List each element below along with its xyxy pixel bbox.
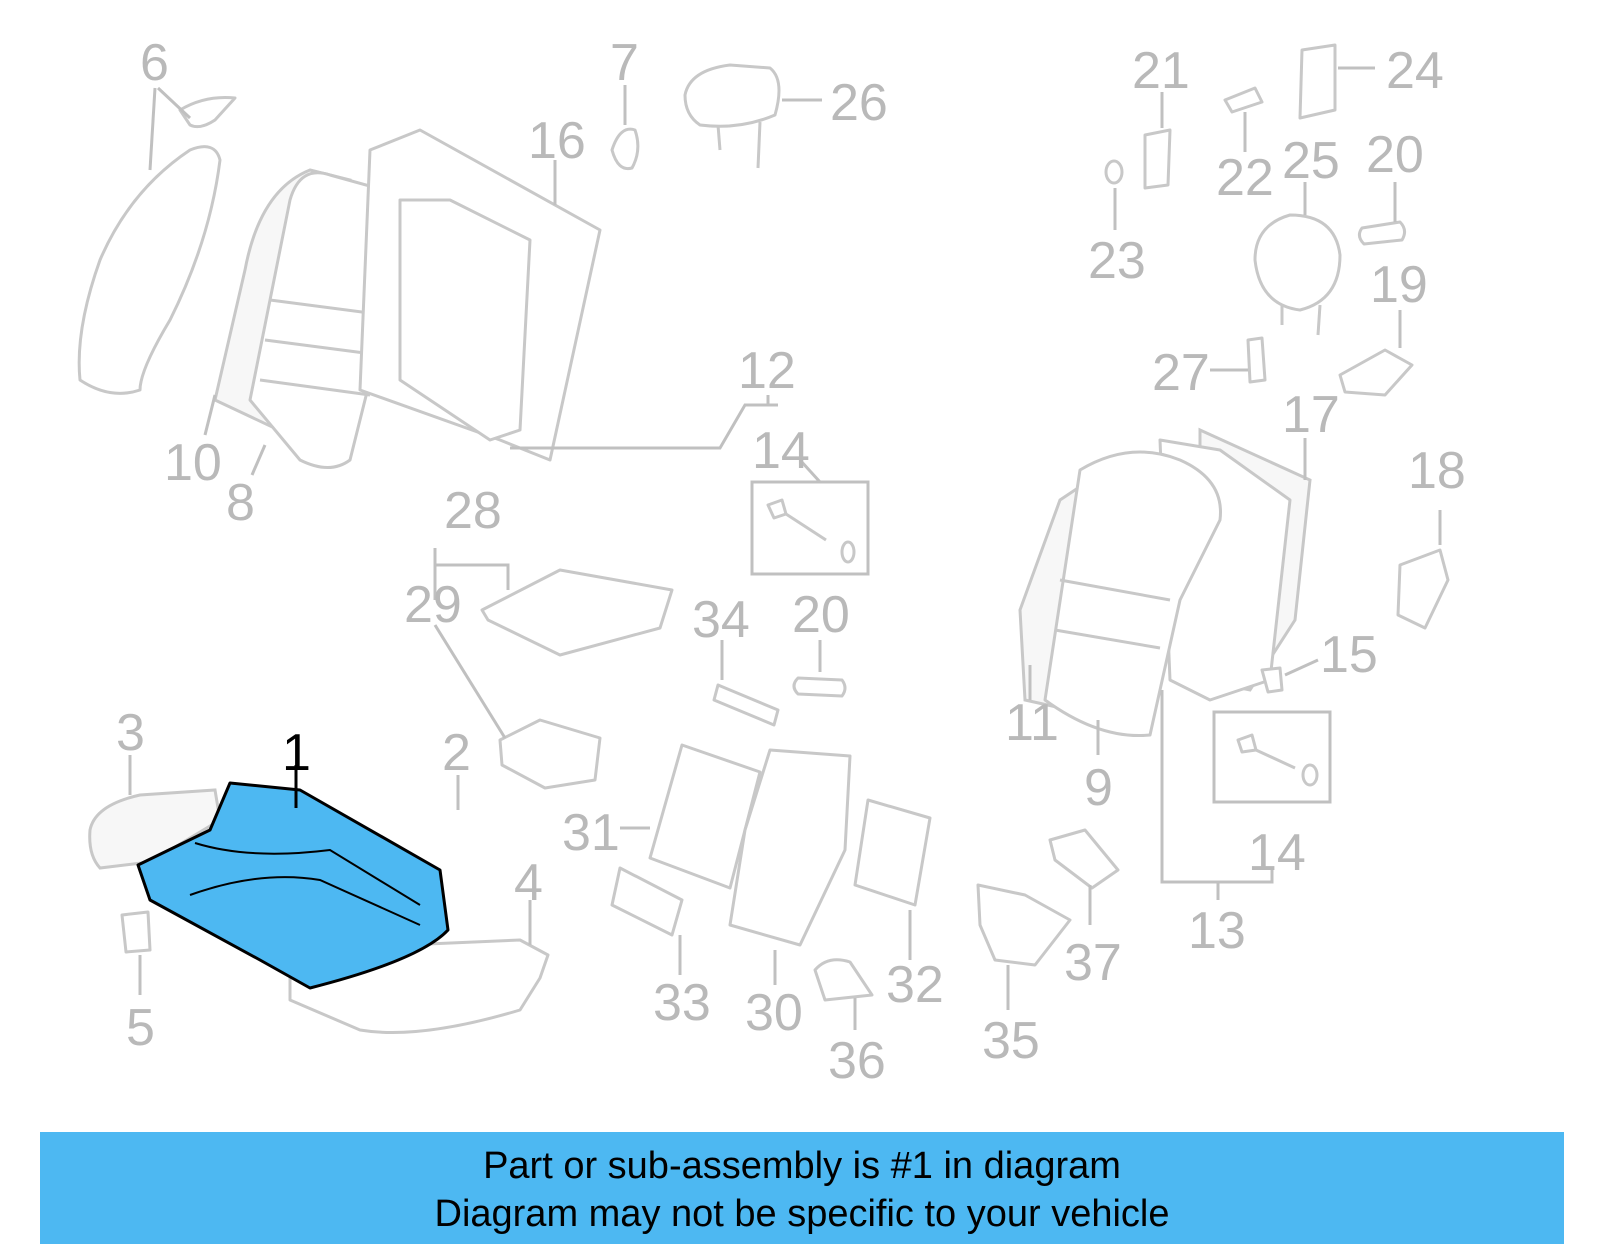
callout-9: 9 <box>1084 759 1113 817</box>
part-37-cover <box>1048 828 1120 890</box>
callout-8: 8 <box>226 474 255 532</box>
callout-13: 13 <box>1188 902 1246 960</box>
part-18-bracket <box>1396 548 1450 630</box>
callout-34: 34 <box>692 591 750 649</box>
callout-30: 30 <box>745 984 803 1042</box>
part-1-seat-cushion <box>136 781 450 990</box>
leader-lines <box>128 66 1442 1030</box>
callout-14-upper: 14 <box>752 422 810 480</box>
part-32-bracket <box>853 798 932 907</box>
callout-labels: 1 2 3 4 5 6 7 8 9 10 11 12 13 14 14 15 1… <box>116 34 1466 1090</box>
callout-18: 18 <box>1408 442 1466 500</box>
callout-20-upper: 20 <box>1366 126 1424 184</box>
callout-32: 32 <box>886 956 944 1014</box>
part-36-cover <box>813 958 874 1002</box>
callout-10: 10 <box>164 434 222 492</box>
part-15-clip <box>1260 666 1284 694</box>
callout-12: 12 <box>738 342 796 400</box>
part-9-seatback-right <box>1018 427 1312 738</box>
part-27-guide <box>1246 336 1267 384</box>
part-3-foam <box>88 788 222 870</box>
part-14-box-lower <box>1212 710 1332 804</box>
part-16-frame <box>358 128 602 462</box>
part-34-strip <box>712 683 780 727</box>
callout-33: 33 <box>653 974 711 1032</box>
part-28-pad <box>480 568 674 657</box>
callout-25: 25 <box>1282 132 1340 190</box>
banner-line-1: Part or sub-assembly is #1 in diagram <box>483 1145 1121 1187</box>
callout-37: 37 <box>1064 934 1122 992</box>
callout-4: 4 <box>514 854 543 912</box>
callout-2: 2 <box>442 724 471 782</box>
callout-19: 19 <box>1370 256 1428 314</box>
callout-1: 1 <box>282 724 311 782</box>
part-23-washer <box>1104 159 1124 185</box>
callout-28: 28 <box>444 482 502 540</box>
callout-22: 22 <box>1216 149 1274 207</box>
callout-36: 36 <box>828 1032 886 1090</box>
callout-14-lower: 14 <box>1248 824 1306 882</box>
callout-31: 31 <box>562 804 620 862</box>
callout-17: 17 <box>1282 386 1340 444</box>
part-24-cover <box>1298 43 1337 120</box>
info-banner: Part or sub-assembly is #1 in diagram Di… <box>40 1132 1564 1244</box>
callout-15: 15 <box>1320 626 1378 684</box>
part-14-box-upper <box>750 480 870 576</box>
part-31-panel <box>648 743 762 890</box>
callout-7: 7 <box>610 34 639 92</box>
callout-3: 3 <box>116 704 145 762</box>
callout-11: 11 <box>1005 694 1059 752</box>
part-26-headrest <box>683 63 781 169</box>
callout-29: 29 <box>404 576 462 634</box>
part-20-pin-upper <box>1357 220 1407 246</box>
part-7-clip <box>610 127 640 171</box>
callout-16: 16 <box>528 112 586 170</box>
part-33-trim <box>610 866 684 937</box>
callout-23: 23 <box>1088 232 1146 290</box>
part-19-trim <box>1338 348 1414 397</box>
callout-20-mid: 20 <box>792 586 850 644</box>
part-22-bolt <box>1223 86 1264 114</box>
part-5-clip <box>120 910 152 954</box>
banner-line-2: Diagram may not be specific to your vehi… <box>434 1193 1170 1235</box>
part-30-frame <box>728 748 852 947</box>
callout-6: 6 <box>140 34 169 92</box>
callout-35: 35 <box>982 1012 1040 1070</box>
callout-26: 26 <box>830 74 888 132</box>
part-20-pin-mid <box>792 676 847 698</box>
part-25-headrest <box>1253 213 1342 336</box>
part-35-bracket <box>976 883 1072 967</box>
part-21-plate <box>1143 128 1172 190</box>
callout-24: 24 <box>1386 42 1444 100</box>
part-2-bracket <box>498 718 602 790</box>
callout-5: 5 <box>126 999 155 1057</box>
parts-diagram: 1 2 3 4 5 6 7 8 9 10 11 12 13 14 14 15 1… <box>77 34 1466 1090</box>
callout-21: 21 <box>1132 42 1190 100</box>
callout-27: 27 <box>1152 344 1210 402</box>
part-6-armrest <box>77 96 237 395</box>
